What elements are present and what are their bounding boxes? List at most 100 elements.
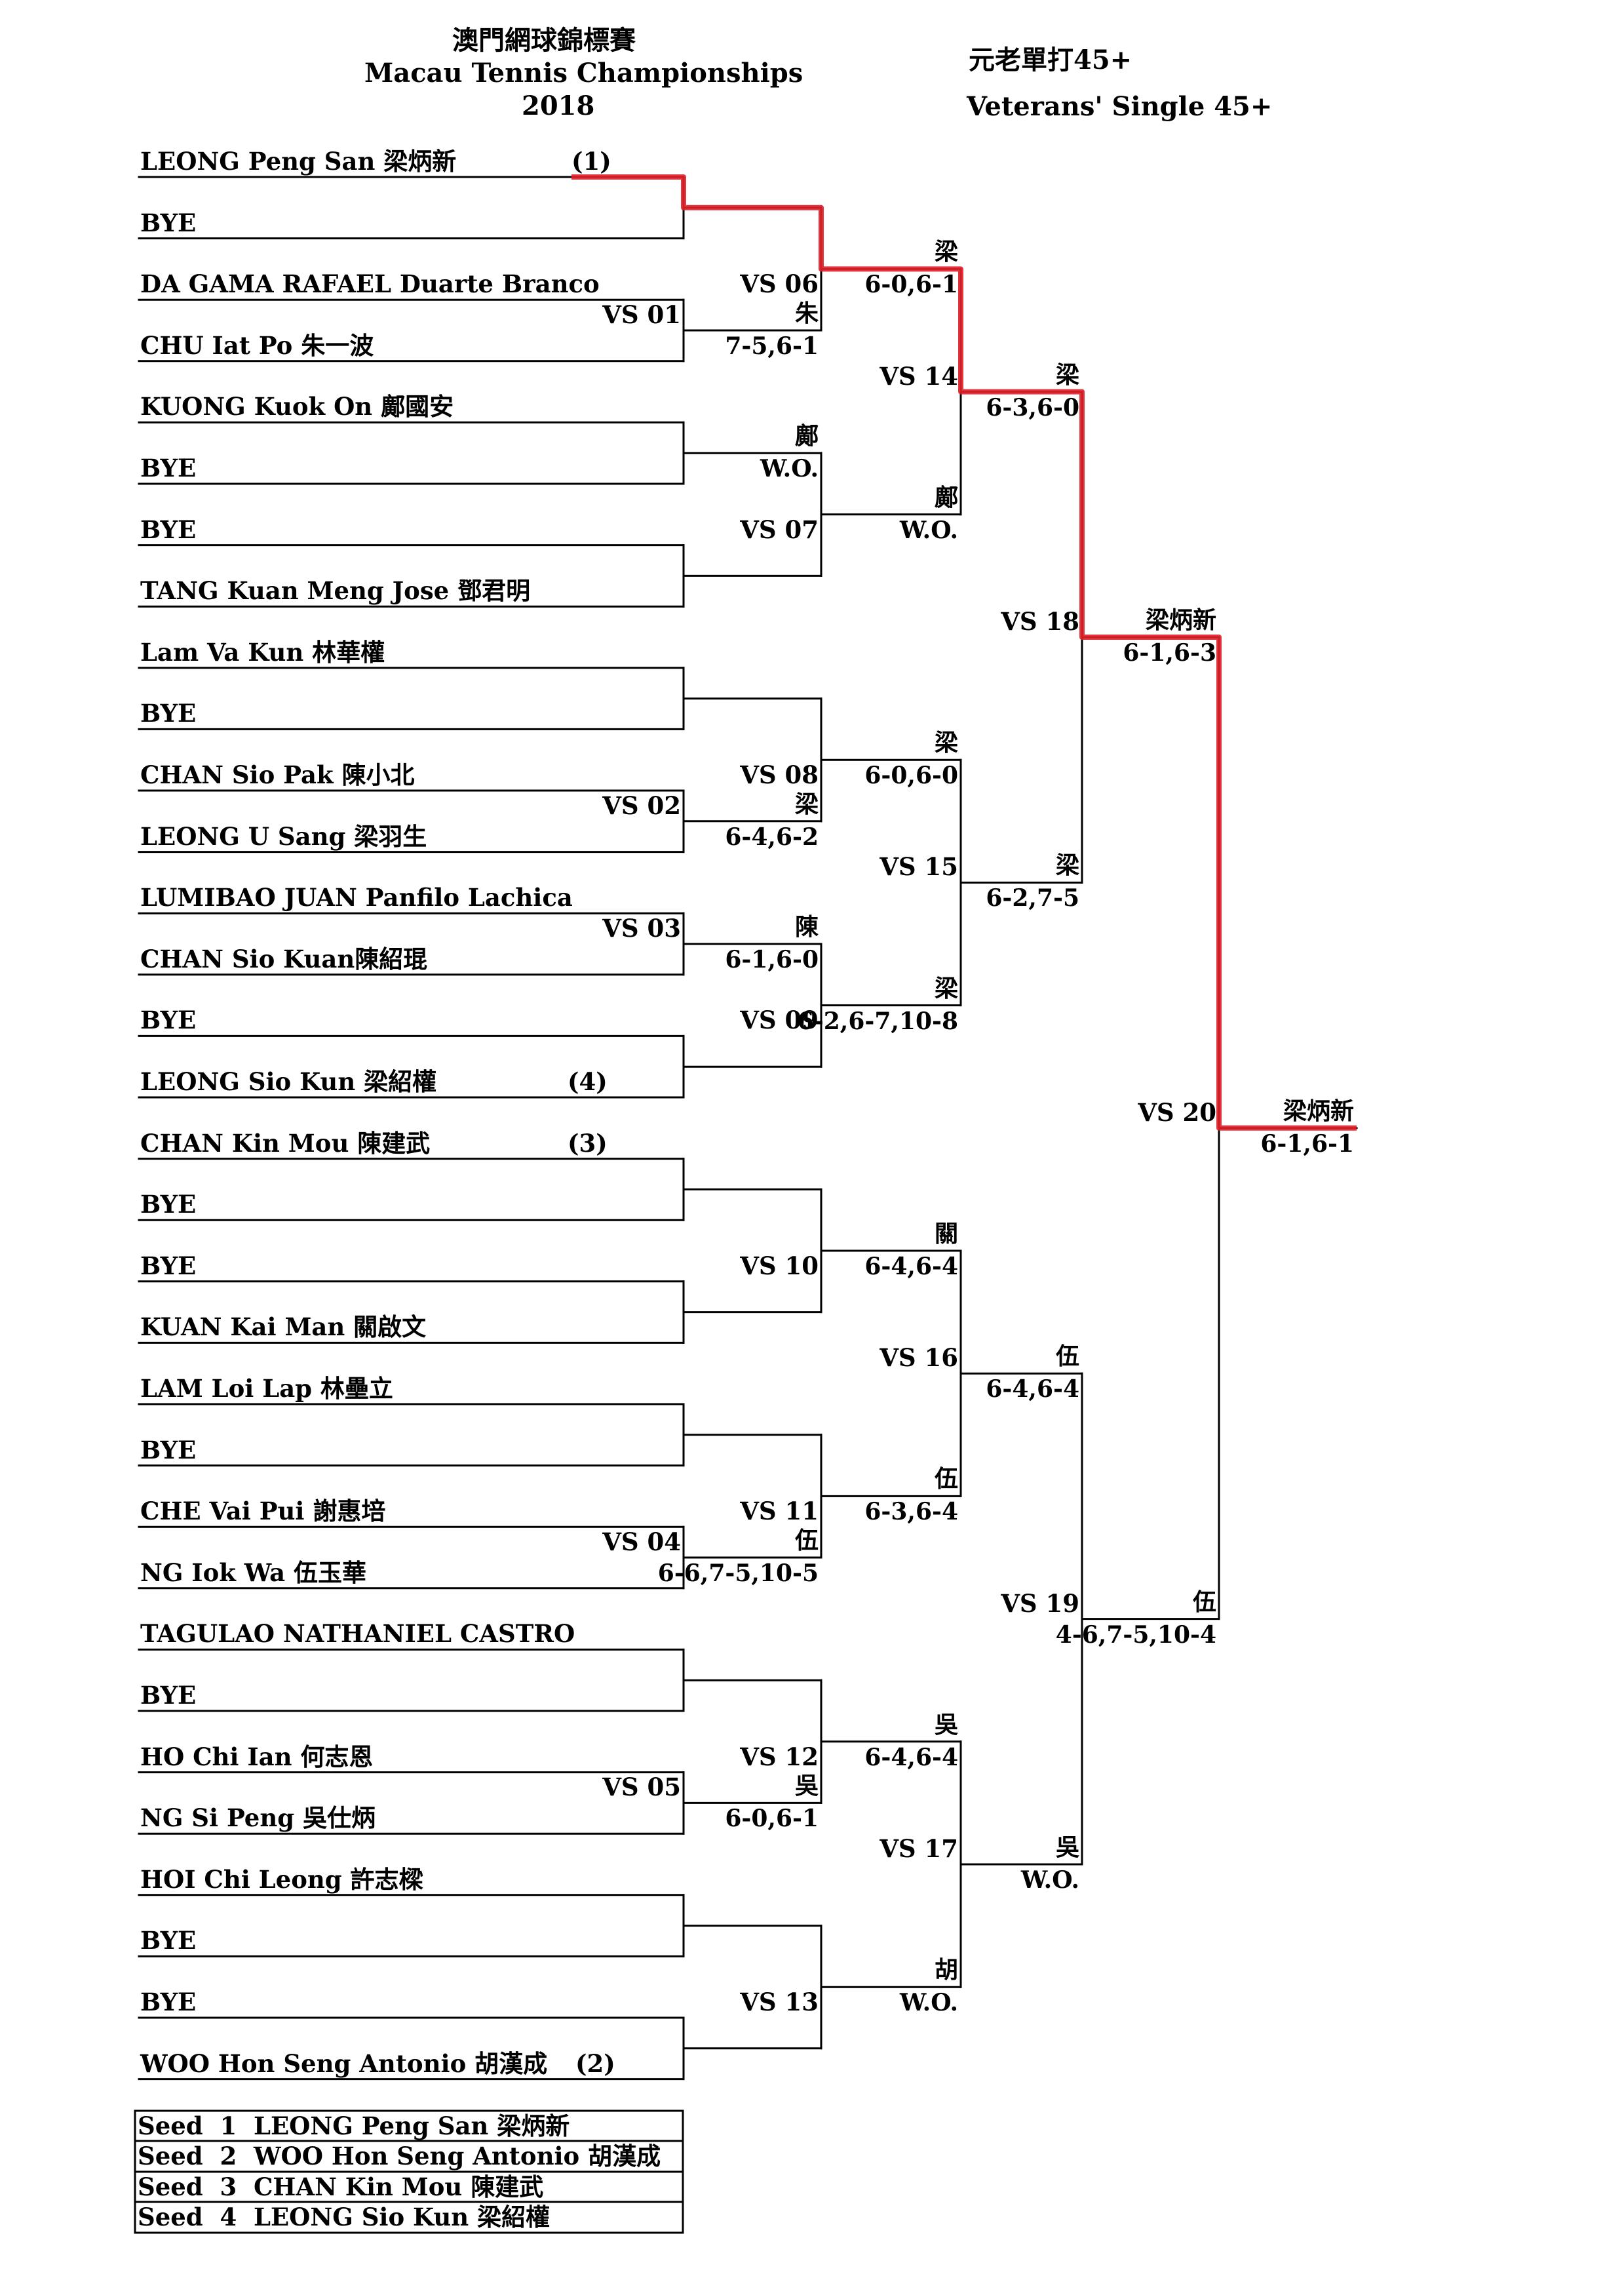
match-label: VS 11 xyxy=(740,1497,819,1526)
match-label: VS 05 xyxy=(602,1773,681,1802)
match-label: VS 01 xyxy=(602,300,681,329)
match-label: VS 18 xyxy=(1001,607,1079,636)
seed-number: 4 xyxy=(220,2203,237,2231)
event-title-chinese: 元老單打45+ xyxy=(969,45,1132,75)
match-score: 6-4,6-4 xyxy=(864,1743,958,1771)
player-name: BYE xyxy=(140,515,197,544)
match-label: VS 04 xyxy=(602,1527,681,1556)
player-name: BYE xyxy=(140,1988,197,2016)
match-score: 7-5,6-1 xyxy=(725,332,819,360)
title-english: Macau Tennis Championships xyxy=(364,58,803,88)
match-score: 6-0,6-0 xyxy=(864,762,958,790)
player-name: LEONG U Sang 梁羽生 xyxy=(140,821,427,851)
match-winner: 胡 xyxy=(934,1956,958,1984)
match-label: VS 20 xyxy=(1138,1097,1216,1127)
match-score: 6-4,6-4 xyxy=(986,1375,1079,1403)
match-label: VS 14 xyxy=(880,361,958,391)
match-label: VS 13 xyxy=(740,1988,819,2016)
player-name: BYE xyxy=(140,454,197,482)
seed-row: Seed 4 LEONG Sio Kun 梁紹權 xyxy=(138,2205,550,2229)
seed-label: Seed xyxy=(138,2203,203,2231)
match-score: W.O. xyxy=(760,455,819,483)
match-label: VS 19 xyxy=(1001,1588,1079,1618)
player-name: KUONG Kuok On 鄺國安 xyxy=(140,392,454,422)
player-name: HOI Chi Leong 許志樑 xyxy=(140,1864,423,1894)
seed-player-name: LEONG Peng San 梁炳新 xyxy=(253,2111,570,2140)
player-name: BYE xyxy=(140,699,197,728)
match-label: VS 02 xyxy=(602,791,681,820)
player-name: BYE xyxy=(140,1190,197,1219)
player-name: BYE xyxy=(140,1926,197,1955)
player-name: Lam Va Kun 林華權 xyxy=(140,637,385,667)
match-score: 6-2,6-7,10-8 xyxy=(797,1007,958,1035)
match-score: W.O. xyxy=(899,516,958,544)
player-name: CHE Vai Pui 謝惠培 xyxy=(140,1497,386,1526)
match-winner: 梁炳新 xyxy=(1283,1097,1354,1125)
player-name: NG Iok Wa 伍玉華 xyxy=(140,1558,366,1587)
seed-label: Seed xyxy=(138,2172,203,2201)
match-score: W.O. xyxy=(1020,1866,1079,1894)
title-year: 2018 xyxy=(522,90,595,121)
player-name: LEONG Sio Kun 梁紹權 xyxy=(140,1067,437,1096)
match-label: VS 06 xyxy=(740,269,819,299)
match-winner: 伍 xyxy=(1192,1588,1216,1616)
match-score: 6-1,6-0 xyxy=(725,946,819,973)
match-winner: 關 xyxy=(934,1220,958,1247)
match-score: 6-4,6-4 xyxy=(864,1253,958,1280)
seed-player-name: WOO Hon Seng Antonio 胡漢成 xyxy=(253,2142,661,2170)
player-name: WOO Hon Seng Antonio 胡漢成 xyxy=(140,2049,548,2078)
seed-marker: (2) xyxy=(575,2049,615,2078)
match-label: VS 07 xyxy=(740,515,819,544)
player-name: CHU Iat Po 朱一波 xyxy=(140,330,374,360)
match-score: 6-3,6-0 xyxy=(986,393,1079,422)
player-name: BYE xyxy=(140,1006,197,1035)
champion-path-highlight xyxy=(571,174,1357,1131)
player-name: DA GAMA RAFAEL Duarte Branco xyxy=(140,269,600,299)
match-score: 6-0,6-1 xyxy=(864,271,958,299)
match-winner: 鄺 xyxy=(934,483,958,511)
seed-marker: (1) xyxy=(571,147,611,176)
match-winner: 梁 xyxy=(1055,361,1079,389)
match-winner: 陳 xyxy=(794,913,819,941)
seed-player-name: CHAN Kin Mou 陳建武 xyxy=(253,2172,544,2201)
match-winner: 伍 xyxy=(794,1527,819,1554)
player-name: CHAN Kin Mou 陳建武 xyxy=(140,1128,431,1158)
match-score: 6-2,7-5 xyxy=(986,884,1079,912)
player-name: HO Chi Ian 何志恩 xyxy=(140,1742,374,1771)
seed-label: Seed xyxy=(138,2111,203,2140)
match-winner: 梁炳新 xyxy=(1145,606,1216,634)
seed-marker: (4) xyxy=(568,1067,608,1096)
match-winner: 吳 xyxy=(934,1710,958,1738)
seed-number: 1 xyxy=(220,2111,237,2140)
seed-number: 3 xyxy=(220,2172,237,2201)
match-label: VS 12 xyxy=(740,1742,819,1771)
match-winner: 梁 xyxy=(794,790,819,818)
match-score: 6-4,6-2 xyxy=(725,823,819,851)
player-name: LUMIBAO JUAN Panfilo Lachica xyxy=(140,883,573,912)
match-label: VS 08 xyxy=(740,760,819,789)
match-score: 6-6,7-5,10-5 xyxy=(657,1559,819,1587)
player-name: CHAN Sio Pak 陳小北 xyxy=(140,760,415,789)
match-winner: 鄺 xyxy=(794,422,819,450)
player-name: LEONG Peng San 梁炳新 xyxy=(140,147,457,176)
player-name: TAGULAO NATHANIEL CASTRO xyxy=(140,1619,575,1649)
player-name: BYE xyxy=(140,1681,197,1710)
seed-number: 2 xyxy=(220,2142,237,2170)
seed-row: Seed 3 CHAN Kin Mou 陳建武 xyxy=(138,2175,543,2199)
seed-marker: (3) xyxy=(568,1128,608,1158)
player-name: LAM Loi Lap 林壘立 xyxy=(140,1374,393,1403)
match-score: 4-6,7-5,10-4 xyxy=(1055,1620,1216,1649)
event-title-english: Veterans' Single 45+ xyxy=(967,91,1273,122)
player-name: BYE xyxy=(140,1251,197,1280)
match-score: W.O. xyxy=(899,1989,958,2017)
match-label: VS 09 xyxy=(740,1006,819,1035)
seed-row: Seed 2 WOO Hon Seng Antonio 胡漢成 xyxy=(138,2144,661,2168)
title-chinese: 澳門網球錦標賽 xyxy=(452,25,636,56)
match-winner: 伍 xyxy=(1055,1343,1079,1371)
match-score: 6-1,6-3 xyxy=(1123,639,1216,667)
match-winner: 梁 xyxy=(934,238,958,266)
player-name: NG Si Peng 吳仕炳 xyxy=(140,1803,376,1833)
player-name: BYE xyxy=(140,1435,197,1464)
seed-label: Seed xyxy=(138,2142,203,2170)
player-name: CHAN Sio Kuan陳紹琨 xyxy=(140,944,428,973)
